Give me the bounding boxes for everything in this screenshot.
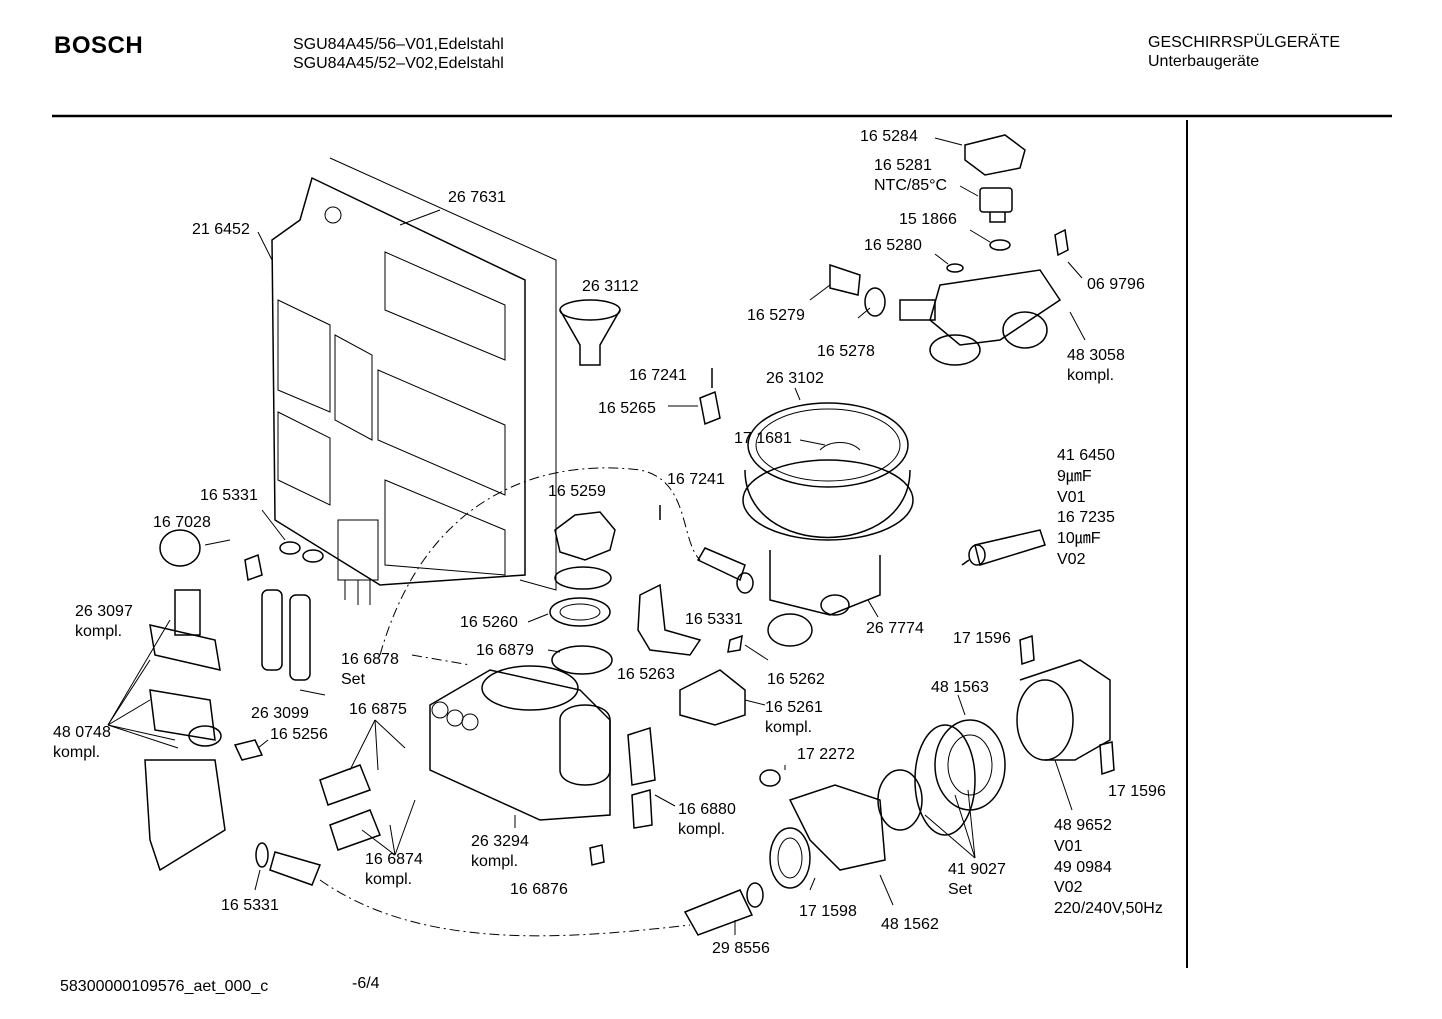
pump-481562: [759, 765, 894, 906]
label-part-166875: 16 6875: [349, 701, 407, 718]
label-part-263102: 26 3102: [766, 370, 824, 387]
label-part-263294: 26 3294 kompl.: [471, 833, 529, 870]
label-part-165281: 16 5281 NTC/85°C: [874, 157, 948, 194]
label-part-167241-mid: 16 7241: [667, 471, 725, 488]
label-part-165284: 16 5284: [860, 128, 918, 145]
label-part-263112: 26 3112: [582, 278, 639, 295]
category-title: GESCHIRRSPÜLGERÄTE: [1148, 34, 1341, 51]
label-part-165260: 16 5260: [460, 614, 518, 631]
document-id: 58300000109576_aet_000_c: [60, 978, 269, 995]
label-part-298556: 29 8556: [712, 940, 770, 957]
model-line-1: SGU84A45/56–V01,Edelstahl: [293, 36, 504, 53]
label-part-267631: 26 7631: [448, 189, 506, 206]
label-part-267774: 26 7774: [866, 620, 924, 637]
label-part-416450: 41 6450 9㎛F V01 16 7235 10㎛F V02: [1057, 447, 1115, 568]
label-part-481562: 48 1562: [881, 916, 939, 933]
label-part-167241-top: 16 7241: [629, 367, 687, 384]
set-indicator-166878: [411, 654, 471, 666]
label-part-489652: 48 9652 V01 49 0984 V02 220/240V,50Hz: [1054, 817, 1163, 918]
clip-165265: [668, 368, 721, 426]
label-part-165256: 16 5256: [270, 726, 328, 743]
label-part-165331-upper: 16 5331: [200, 487, 258, 504]
hose-route-lower: [319, 879, 691, 937]
rings-165331: [244, 509, 324, 582]
hose-spring: [659, 505, 754, 594]
page-number: -6/4: [352, 975, 380, 992]
plate-267631: [329, 157, 557, 591]
label-part-216452: 21 6452: [192, 221, 250, 238]
label-part-165280: 16 5280: [864, 237, 922, 254]
label-part-165263: 16 5263: [617, 666, 675, 683]
label-part-165279: 16 5279: [747, 307, 805, 324]
label-part-165265: 16 5265: [598, 400, 656, 417]
sensor-cluster: [934, 134, 1083, 279]
label-part-165331-mid: 16 5331: [685, 611, 743, 628]
ring-stack: [527, 511, 616, 675]
label-part-069796: 06 9796: [1087, 276, 1145, 293]
softener-263294: [429, 665, 611, 828]
label-part-165262: 16 5262: [767, 671, 825, 688]
label-part-166874: 16 6874 kompl.: [365, 851, 423, 888]
label-part-166878: 16 6878 Set: [341, 651, 399, 688]
panel-216452: [257, 176, 526, 605]
model-line-2: SGU84A45/52–V02,Edelstahl: [293, 55, 504, 72]
model-list: SGU84A45/56–V01,Edelstahl SGU84A45/52–V0…: [293, 35, 504, 73]
label-part-263097: 26 3097 kompl.: [75, 603, 133, 640]
category-subtitle: Unterbaugeräte: [1148, 53, 1260, 70]
label-part-165331-lower: 16 5331: [221, 897, 279, 914]
label-part-165261: 16 5261 kompl.: [765, 699, 823, 736]
label-part-167028: 16 7028: [153, 514, 211, 531]
label-part-481563: 48 1563: [931, 679, 989, 696]
springs-263099: [261, 589, 326, 696]
part-166876: [589, 844, 605, 866]
label-part-171598: 17 1598: [799, 903, 857, 920]
label-part-480748: 48 0748 kompl.: [53, 724, 111, 761]
impeller-419027: [877, 694, 1006, 859]
label-part-165278: 16 5278: [817, 343, 875, 360]
category-block: GESCHIRRSPÜLGERÄTE Unterbaugeräte: [1148, 33, 1340, 71]
hose-route-upper: [379, 467, 701, 656]
sump-267774: [742, 387, 914, 647]
label-part-166879: 16 6879: [476, 642, 534, 659]
label-part-165259: 16 5259: [548, 483, 606, 500]
label-part-483058: 48 3058 kompl.: [1067, 347, 1125, 384]
label-part-166876: 16 6876: [510, 881, 568, 898]
motor-489652: [1016, 634, 1115, 811]
label-part-171681: 17 1681: [734, 430, 792, 447]
label-part-419027: 41 9027 Set: [948, 861, 1006, 898]
label-part-166880: 16 6880 kompl.: [678, 801, 736, 838]
brand-logo: BOSCH: [54, 32, 144, 59]
label-part-263099: 26 3099: [251, 705, 309, 722]
label-part-172272: 17 2272: [797, 746, 855, 763]
capacitor-416450: [961, 529, 1046, 566]
label-part-171596-lower: 17 1596: [1108, 783, 1166, 800]
label-part-151866: 15 1866: [899, 211, 957, 228]
valves-166875: [319, 719, 416, 856]
valve-assembly-480748: [107, 529, 231, 872]
funnel-263112: [559, 299, 621, 366]
valve-block-483058: [809, 263, 1086, 366]
hose-298556: [254, 842, 764, 936]
part-165256: [233, 739, 269, 761]
label-part-171596-upper: 17 1596: [953, 630, 1011, 647]
bracket-165263: [637, 583, 769, 726]
sensor-166880: [627, 727, 676, 829]
